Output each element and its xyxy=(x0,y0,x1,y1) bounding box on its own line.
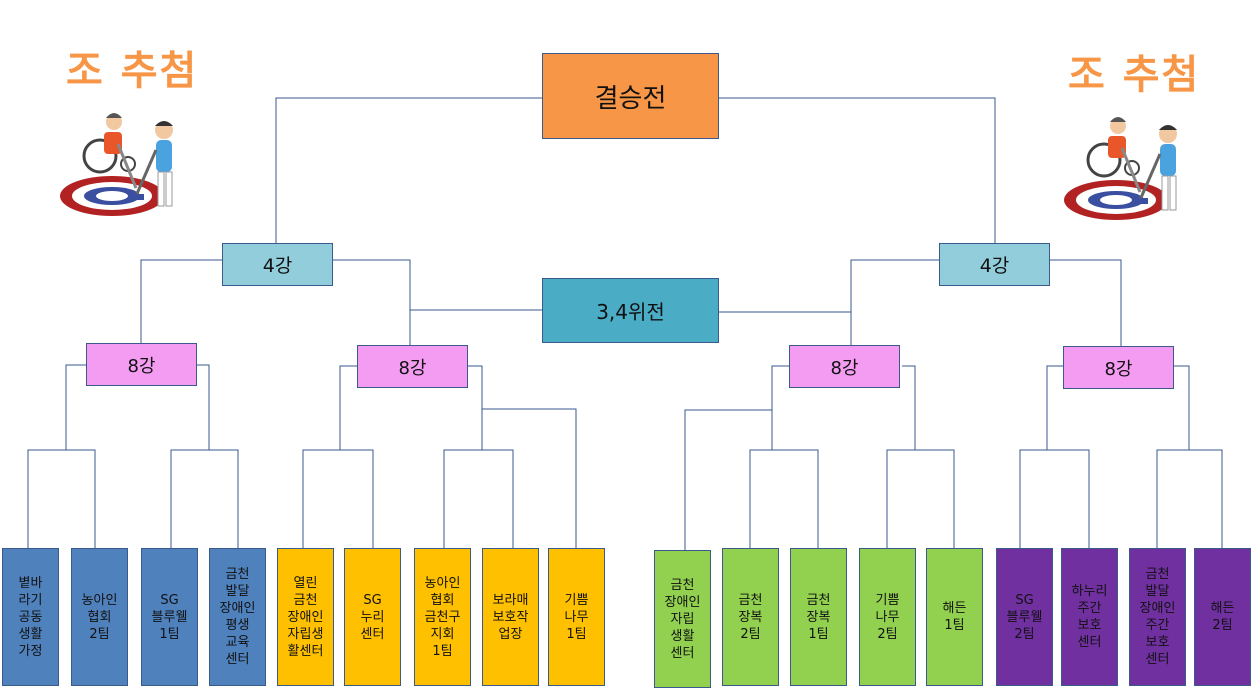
team-box: 농아인 협회 2팀 xyxy=(71,548,128,686)
team-box: SG 블루웰 1팀 xyxy=(141,548,198,686)
semifinal-right-box: 4강 xyxy=(939,243,1050,286)
team-box: 금천 장복 1팀 xyxy=(790,548,847,686)
team-box: SG 블루웰 2팀 xyxy=(996,548,1053,686)
team-box: 기쁨 나무 1팀 xyxy=(548,548,605,686)
wheelchair-curling-icon xyxy=(60,113,173,216)
third-place-match-box: 3,4위전 xyxy=(542,278,719,343)
team-box: 열린 금천 장애인 자립생 활센터 xyxy=(277,548,334,686)
team-box: 금천 발달 장애인 주간 보호 센터 xyxy=(1129,548,1186,686)
team-box: 금천 장애인 자립 생활 센터 xyxy=(654,550,711,688)
final-match-box: 결승전 xyxy=(542,53,719,139)
team-box: 금천 장복 2팀 xyxy=(722,548,779,686)
team-box: 기쁨 나무 2팀 xyxy=(859,548,916,686)
team-box: SG 누리 센터 xyxy=(344,548,401,686)
wheelchair-curling-icon xyxy=(1064,117,1177,220)
team-box: 보라매 보호작 업장 xyxy=(482,548,539,686)
draw-title-right: 조 추첨 xyxy=(1068,52,1201,98)
team-box: 해든 1팀 xyxy=(926,548,983,686)
quarterfinal-3-box: 8강 xyxy=(789,345,900,388)
quarterfinal-1-box: 8강 xyxy=(86,343,197,386)
team-box: 볕바 라기 공동 생활 가정 xyxy=(2,548,59,686)
team-box: 해든 2팀 xyxy=(1194,548,1251,686)
team-box: 금천 발달 장애인 평생 교육 센터 xyxy=(209,548,266,686)
team-box: 농아인 협회 금천구 지회 1팀 xyxy=(414,548,471,686)
quarterfinal-4-box: 8강 xyxy=(1063,346,1174,389)
semifinal-left-box: 4강 xyxy=(222,243,333,286)
draw-title-left: 조 추첨 xyxy=(66,48,199,94)
team-box: 하누리 주간 보호 센터 xyxy=(1061,548,1118,686)
quarterfinal-2-box: 8강 xyxy=(357,345,468,388)
